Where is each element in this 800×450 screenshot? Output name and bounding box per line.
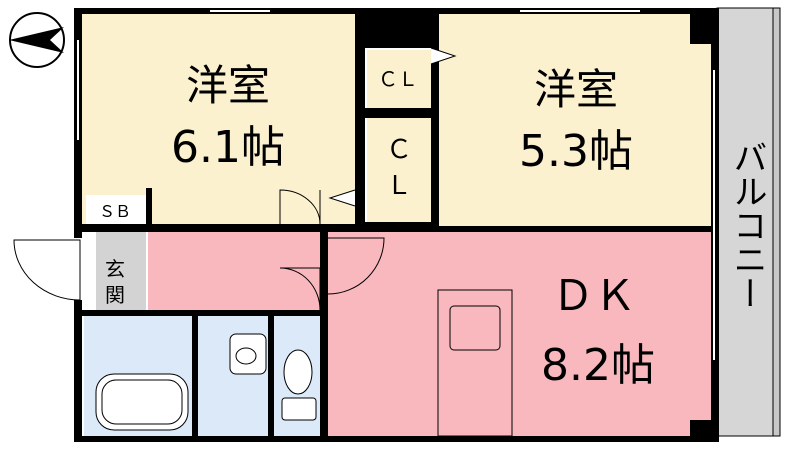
closet-upper-label: ＣＬ: [378, 67, 418, 91]
closet-lower-label-1: Ｃ: [386, 135, 412, 165]
toilet-icon: [281, 349, 317, 421]
entrance-area: [96, 232, 146, 310]
balcony-area: [716, 7, 781, 437]
corridor-area: [148, 232, 324, 310]
balcony-label: バルコニー: [727, 140, 767, 310]
washbasin-icon: [229, 333, 267, 375]
entrance-label-1: 玄: [105, 257, 125, 281]
north-arrow-icon: [9, 12, 65, 68]
western-room-1-name: 洋室: [186, 61, 270, 110]
shoe-box-area: [86, 195, 146, 225]
windows: [77, 10, 715, 360]
kitchen-sink-icon: [449, 305, 501, 351]
shoe-box-label: ＳＢ: [99, 202, 131, 221]
western-room-1-area: [82, 12, 360, 224]
closet-upper-area: [367, 50, 431, 108]
doors: [13, 47, 457, 311]
dining-kitchen-name: ＤＫ: [552, 271, 636, 320]
closet-lower-area: [367, 118, 431, 222]
kitchen-counter: [437, 289, 513, 437]
western-room-2-name: 洋室: [534, 65, 618, 114]
dining-kitchen-size: 8.2帖: [541, 340, 655, 391]
dining-kitchen-area: [328, 232, 715, 436]
western-room-2-area: [438, 12, 715, 226]
entrance-label-2: 関: [105, 283, 125, 307]
western-room-1-size: 6.1帖: [171, 122, 285, 173]
western-room-2-size: 5.3帖: [519, 126, 633, 177]
closet-lower-label-2: Ｌ: [386, 171, 412, 201]
